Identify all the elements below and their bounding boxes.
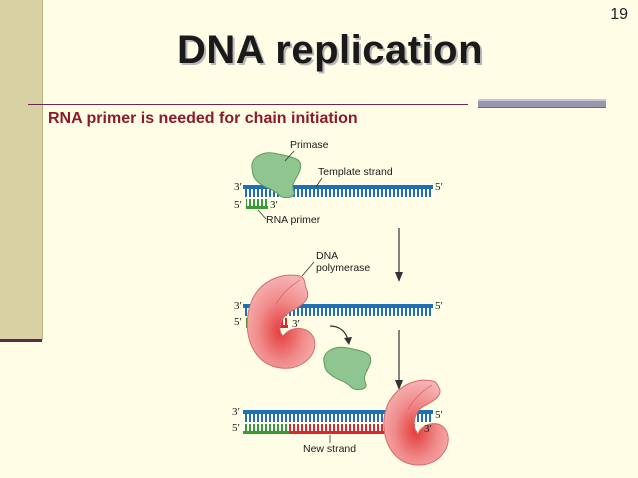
rna-primer-bases (246, 199, 268, 206)
stage-1-primase-binding: 3′ 5′ 5′ 3′ Primase Template strand RNA … (234, 139, 443, 226)
stage-3-elongation: 3′ 5′ 5′ 3′ New strand (232, 379, 449, 466)
rna-primer-backbone (246, 206, 268, 209)
dna-polymerase-enzyme (246, 274, 316, 369)
rna-primer-bases-3 (243, 424, 289, 431)
dna-polymerase-enzyme-3 (383, 379, 449, 466)
dna-polymerase-leader-line (301, 261, 315, 277)
left-decorative-band (0, 0, 43, 340)
rna-primer-leader-line (257, 209, 267, 220)
title-divider-bar (478, 99, 606, 108)
stage3-template-3prime: 3′ (232, 406, 240, 418)
stage3-template-5prime: 5′ (435, 409, 443, 421)
slide-number: 19 (610, 6, 628, 23)
dna-polymerase-label-line1: DNA (316, 250, 338, 262)
left-band-accent-line (0, 339, 42, 342)
stage1-template-5prime: 5′ (435, 181, 443, 193)
rna-primer-backbone-3 (243, 431, 289, 434)
slide-subtitle: RNA primer is needed for chain initiatio… (48, 110, 358, 127)
title-divider-line (28, 104, 468, 105)
template-strand-backbone-2 (243, 304, 433, 308)
stage3-new-3prime: 3′ (424, 423, 432, 435)
template-strand-backbone (243, 185, 433, 189)
stage1-primer-3prime: 3′ (270, 199, 278, 211)
slide-title: DNA replication (176, 28, 484, 72)
stage2-template-3prime: 3′ (234, 300, 242, 312)
stage1-template-3prime: 3′ (234, 181, 242, 193)
template-strand-backbone-3 (243, 410, 433, 414)
arrow-down-2 (395, 330, 403, 390)
template-strand-bases-2 (243, 308, 433, 316)
arrow-down-1 (395, 228, 403, 282)
new-strand-bases-3 (289, 424, 417, 431)
primase-leader-line (284, 150, 295, 162)
stage3-primer-5prime: 5′ (232, 422, 240, 434)
dna-polymerase-label-line2: polymerase (316, 262, 370, 274)
primase-release (323, 325, 372, 391)
stage2-primer-5prime: 5′ (234, 316, 242, 328)
new-strand-backbone-3 (289, 431, 417, 434)
rna-primer-label: RNA primer (266, 214, 321, 226)
template-strand-leader-line (315, 177, 323, 188)
stage-2-polymerase-binding: 3′ 5′ 5′ 3′ DNA polymerase (234, 250, 443, 369)
primase-enzyme (251, 152, 302, 199)
primase-label: Primase (290, 139, 329, 151)
released-primase-enzyme (323, 346, 372, 391)
stage2-new-3prime: 3′ (292, 318, 300, 330)
template-strand-label: Template strand (318, 166, 393, 178)
stage1-primer-5prime: 5′ (234, 199, 242, 211)
template-strand-bases (243, 189, 433, 197)
template-strand-bases-3 (243, 414, 433, 422)
new-strand-label: New strand (303, 443, 356, 455)
stage2-template-5prime: 5′ (435, 300, 443, 312)
